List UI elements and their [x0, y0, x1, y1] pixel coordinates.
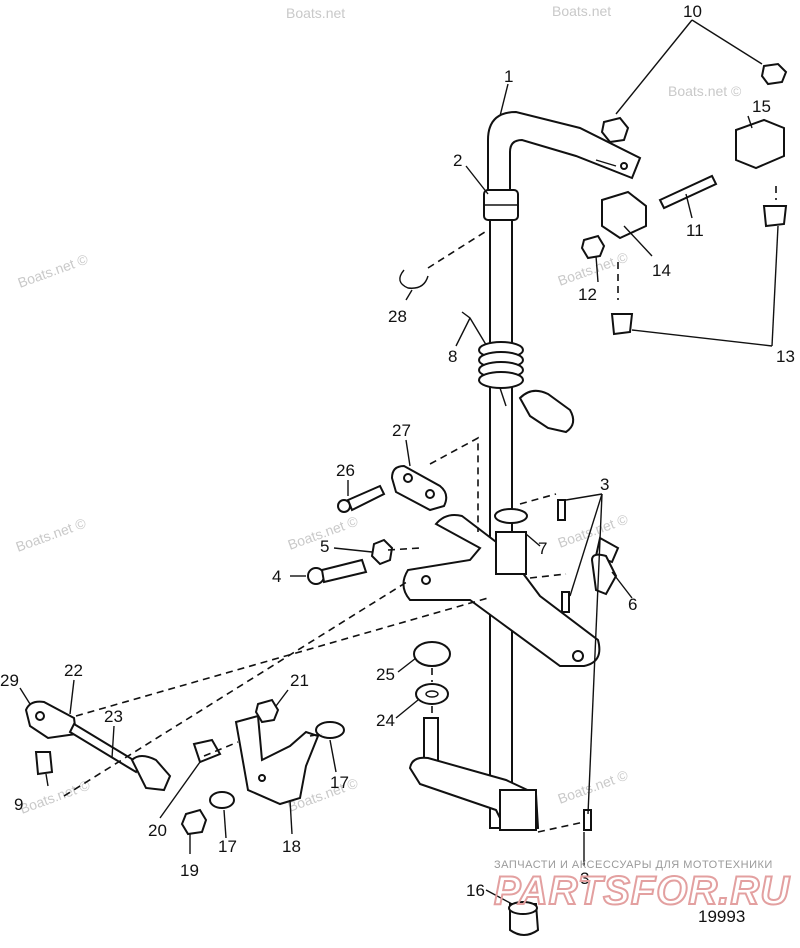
brand-tagline: ЗАПЧАСТИ И АКСЕССУАРЫ ДЛЯ МОТОТЕХНИКИ: [494, 859, 773, 871]
callout-3: 3: [580, 869, 589, 888]
link-rod-end: [735, 118, 785, 170]
callout-25: 25: [376, 665, 395, 684]
retaining-ring: [399, 269, 429, 289]
link-rod-end: [601, 190, 647, 240]
callout-5: 5: [320, 537, 329, 556]
callout-17: 17: [330, 773, 349, 792]
callout-24: 24: [376, 711, 395, 730]
watermark: Boats.net ©: [14, 514, 89, 554]
grommet: [508, 901, 540, 936]
watermark: Boats.net ©: [556, 510, 631, 550]
callout-19: 19: [180, 861, 199, 880]
ball-stud: [762, 205, 788, 228]
assembly-lines: [63, 186, 777, 833]
callout-13: 13: [776, 347, 795, 366]
callout-20: 20: [148, 821, 167, 840]
brand-watermark: ЗАПЧАСТИ И АКСЕССУАРЫ ДЛЯ МОТОТЕХНИКИ PA…: [493, 859, 790, 914]
brand-logo: PARTSFOR.RU: [494, 869, 790, 913]
callout-labels: 10 1 2 15 11 14 12 13 28 8 27 26 3 7 5 4…: [0, 2, 795, 900]
callout-16: 16: [466, 881, 485, 900]
screw: [337, 484, 386, 513]
lock-nut: [254, 698, 280, 724]
linkage-rod-assembly: [24, 700, 172, 792]
flat-washer: [415, 683, 449, 705]
callout-1: 1: [504, 67, 513, 86]
callout-26: 26: [336, 461, 355, 480]
ball-stud: [192, 738, 222, 764]
callout-15: 15: [752, 97, 771, 116]
callout-29: 29: [0, 671, 19, 690]
callout-11: 11: [686, 221, 704, 240]
leader-lines: [19, 19, 779, 905]
cam-block: [390, 464, 448, 512]
callout-8: 8: [448, 347, 457, 366]
callout-28: 28: [388, 307, 407, 326]
lock-nut: [600, 116, 630, 144]
shaft-clamp: [518, 389, 575, 434]
hex-nut: [370, 538, 394, 566]
watermark: Boats.net ©: [18, 776, 93, 816]
lock-nut: [760, 62, 788, 86]
callout-4: 4: [272, 567, 281, 586]
watermark: Boats.net ©: [16, 250, 91, 290]
cable-bracket: [234, 714, 320, 806]
callout-3: 3: [600, 475, 609, 494]
callout-21: 21: [290, 671, 309, 690]
bolt: [307, 558, 368, 585]
flat-washer: [209, 791, 235, 809]
roll-pin: [561, 591, 570, 613]
flat-washer: [315, 721, 345, 739]
roll-pin: [557, 499, 566, 521]
callout-9: 9: [14, 795, 23, 814]
callout-18: 18: [282, 837, 301, 856]
watermark: Boats.net ©: [668, 83, 742, 99]
callout-17: 17: [218, 837, 237, 856]
watermark: Boats.net: [286, 5, 345, 21]
callout-14: 14: [652, 261, 671, 280]
watermark: Boats.net ©: [556, 766, 631, 806]
throttle-arm: [402, 508, 601, 667]
callout-27: 27: [392, 421, 411, 440]
watermark: Boats.net: [552, 3, 611, 19]
callout-10: 10: [683, 2, 702, 21]
lock-nut: [580, 234, 606, 260]
link-rod: [658, 174, 718, 210]
callout-12: 12: [578, 285, 597, 304]
hex-nut: [413, 641, 451, 667]
diagram-code: 19993: [698, 907, 745, 926]
callout-2: 2: [453, 151, 462, 170]
lock-nut: [180, 808, 208, 836]
lower-lever: [408, 756, 540, 832]
callout-6: 6: [628, 595, 637, 614]
callout-22: 22: [64, 661, 83, 680]
ball-stud: [590, 536, 620, 596]
callout-7: 7: [538, 539, 547, 558]
torsion-spring: [461, 311, 524, 407]
ball-stud: [610, 313, 634, 336]
watermarks: Boats.net Boats.net Boats.net © Boats.ne…: [14, 3, 742, 817]
callout-23: 23: [104, 707, 123, 726]
